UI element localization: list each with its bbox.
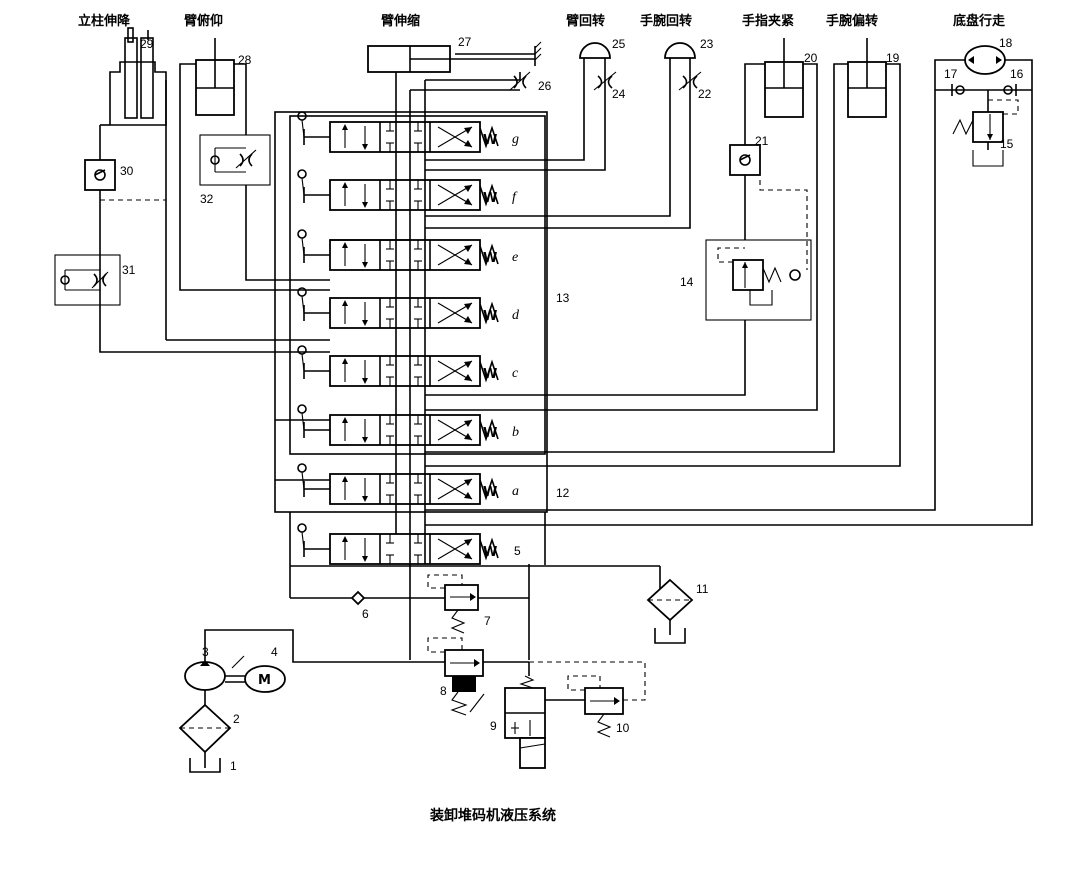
num-24: 24 — [612, 87, 626, 101]
chassis-travel-motor-18: 18 — [964, 36, 1013, 75]
directional-valve-d: d — [297, 287, 520, 329]
check-valve-30: 30 — [84, 159, 134, 191]
label-finger-clamp: 手指夹紧 — [742, 13, 794, 29]
num-12: 12 — [556, 486, 570, 500]
remote-relief-valve-10: 10 — [567, 675, 630, 738]
spring-symbol-1: W — [483, 191, 497, 206]
label-chassis-travel: 底盘行走 — [953, 13, 1006, 29]
spring-symbol-6: W — [483, 485, 497, 500]
label-wrist-rotate: 手腕回转 — [640, 13, 692, 29]
return-filter-11: 11 — [646, 578, 709, 644]
num-13: 13 — [556, 291, 570, 305]
valve-letter-e: e — [512, 250, 518, 265]
valve-letter-a: a — [512, 484, 519, 499]
num-2: 2 — [233, 712, 240, 726]
label-arm-telescope: 臂伸缩 — [381, 13, 420, 29]
label-column-lift: 立柱伸降 — [78, 13, 131, 29]
num-10: 10 — [616, 721, 630, 735]
oil-tank-1: 1 — [189, 758, 237, 773]
throttle-22: 22 — [678, 71, 712, 101]
suction-filter-2: 2 — [178, 703, 240, 754]
finger-clamp-cylinder-20: 20 — [764, 38, 818, 118]
diagram-caption: 装卸堆码机液压系统 — [429, 807, 556, 824]
directional-valve-b: b — [297, 404, 519, 446]
electric-motor-4: M 4 — [244, 645, 286, 693]
directional-valve-5: 5 — [297, 523, 521, 565]
label-arm-pitch: 臂俯仰 — [184, 13, 223, 29]
num-7: 7 — [484, 614, 491, 628]
throttle-26: 26 — [509, 71, 552, 93]
num-14: 14 — [680, 275, 694, 289]
unloading-valve-9: 9 — [490, 675, 546, 769]
valve-bank-13 — [289, 115, 546, 455]
spring-symbol-7: W — [483, 545, 497, 560]
check-valve-21: 21 — [729, 134, 769, 176]
valve-bank-12 — [274, 111, 548, 513]
valve-letter-f: f — [512, 190, 518, 205]
valve-letter-c: c — [512, 366, 519, 381]
num-30: 30 — [120, 164, 134, 178]
num-22: 22 — [698, 87, 712, 101]
spring-symbol-0: W — [483, 133, 497, 148]
motor-m-label: M — [258, 673, 271, 688]
column-lift-cylinder-29: 29 — [109, 27, 167, 126]
directional-valve-f: f — [297, 169, 518, 211]
spring-symbol-2: W — [483, 251, 497, 266]
directional-valve-c: c — [297, 345, 519, 387]
num-21: 21 — [755, 134, 769, 148]
valve-letter-d: d — [512, 308, 520, 323]
num-1: 1 — [230, 759, 237, 773]
valve-letter-g: g — [512, 132, 519, 147]
num-9: 9 — [490, 719, 497, 733]
check-valve-17: 17 — [944, 67, 965, 96]
arm-telescope-cylinder-27: 27 — [367, 35, 542, 73]
num-6: 6 — [362, 607, 369, 621]
relief-valve-7: 7 — [427, 574, 491, 634]
throttle-check-valve-32: 32 — [199, 134, 271, 206]
spring-symbol-3: W — [483, 309, 497, 324]
throttle-24: 24 — [593, 71, 626, 101]
arm-pitch-cylinder-28: 28 — [195, 38, 252, 116]
num-28: 28 — [238, 53, 252, 67]
spring-symbol-5: W — [483, 426, 497, 441]
num-19: 19 — [886, 51, 900, 65]
num-29: 29 — [140, 37, 154, 51]
num-23: 23 — [700, 37, 714, 51]
relief-valve-15: 15 — [952, 99, 1019, 167]
num-25: 25 — [612, 37, 626, 51]
arm-rotate-motor-25: 25 — [579, 37, 626, 59]
wrist-rotate-motor-23: 23 — [664, 37, 714, 59]
wrist-swing-cylinder-19: 19 — [847, 38, 900, 118]
directional-valve-a: a — [297, 463, 519, 505]
num-20: 20 — [804, 51, 818, 65]
label-arm-rotate: 臂回转 — [566, 13, 605, 29]
throttle-check-valve-31: 31 — [54, 254, 136, 306]
spring-symbol-4: W — [483, 367, 497, 382]
reducing-valve-group-14: 14 — [680, 239, 812, 321]
num-17: 17 — [944, 67, 958, 81]
num-15: 15 — [1000, 137, 1014, 151]
num-18: 18 — [999, 36, 1013, 50]
num-31: 31 — [122, 263, 136, 277]
num-11: 11 — [696, 582, 709, 596]
directional-valve-e: e — [297, 229, 518, 271]
directional-valve-g: g — [297, 111, 519, 153]
label-wrist-swing: 手腕偏转 — [826, 13, 878, 29]
valve-number-5: 5 — [514, 544, 521, 558]
num-27: 27 — [458, 35, 472, 49]
main-relief-valve-8: 8 — [427, 637, 485, 716]
num-32: 32 — [200, 192, 214, 206]
check-valve-6: 6 — [350, 590, 369, 621]
num-16: 16 — [1010, 67, 1024, 81]
num-4: 4 — [271, 645, 278, 659]
num-8: 8 — [440, 684, 447, 698]
num-26: 26 — [538, 79, 552, 93]
check-valve-16: 16 — [1003, 67, 1024, 96]
valve-letter-b: b — [512, 425, 519, 440]
